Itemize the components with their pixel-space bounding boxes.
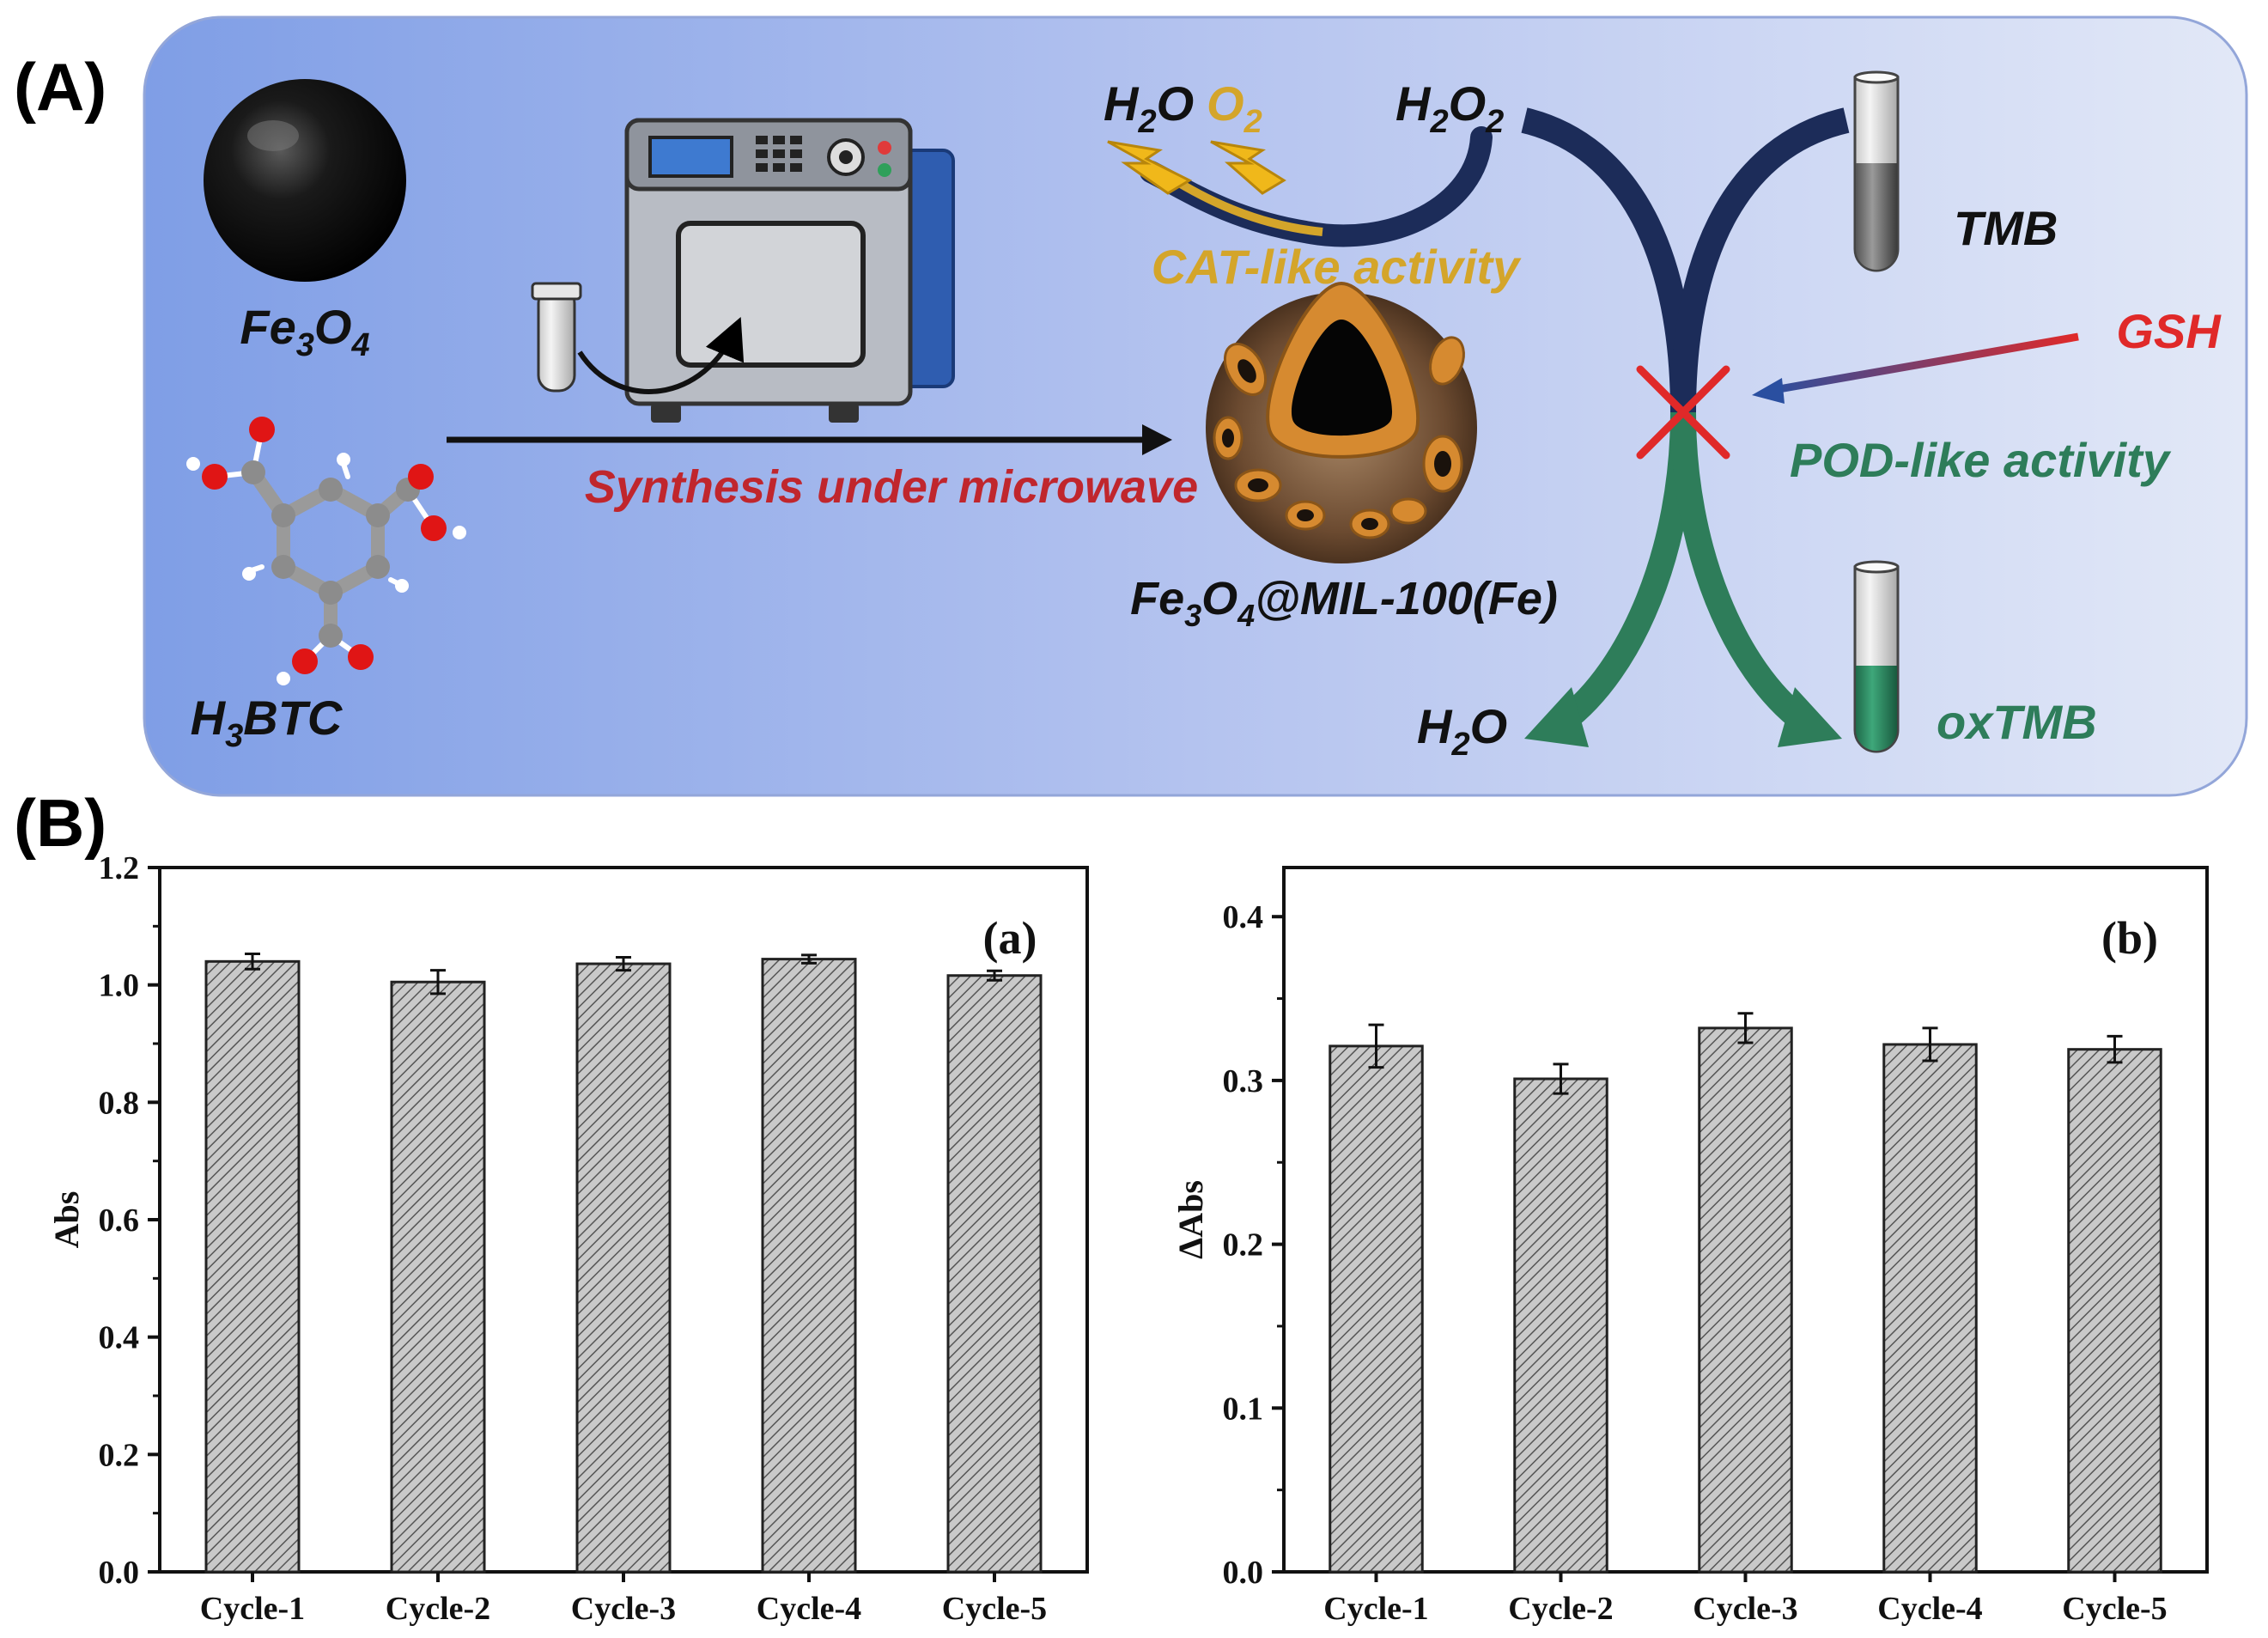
subplot-label: (b) <box>2101 912 2158 964</box>
gsh-arrow <box>1768 332 2079 395</box>
microwave-oven-icon <box>624 118 955 423</box>
h2o2-label: H2O2 <box>1395 76 1504 140</box>
inhibition-cross-icon <box>1636 365 1730 460</box>
gsh-arrow-head <box>1752 378 1785 404</box>
tmb-tube-icon <box>1853 70 1900 272</box>
y-tick-label: 0.0 <box>1223 1555 1264 1591</box>
scheme-background <box>143 15 2248 797</box>
tmb-inflow-curve <box>1670 107 1850 413</box>
composite-particle <box>1206 281 1477 563</box>
tmb-label: TMB <box>1954 201 2058 255</box>
y-tick-label: 0.4 <box>1223 899 1264 935</box>
y-tick-label: 1.2 <box>99 850 140 886</box>
oxtmb-tube-icon <box>1853 560 1900 753</box>
y-tick-label: 0.8 <box>99 1085 140 1121</box>
y-tick-label: 0.6 <box>99 1203 140 1239</box>
water-bottom-label: H2O <box>1417 699 1507 763</box>
y-tick-label: 0.2 <box>99 1437 140 1473</box>
panel-b-label: (B) <box>14 785 106 861</box>
x-tick-label: Cycle-2 <box>386 1591 490 1627</box>
oxygen-label: O2 <box>1207 76 1262 140</box>
y-tick-label: 0.4 <box>99 1320 140 1356</box>
y-tick-label: 1.0 <box>99 968 140 1004</box>
h3btc-label: H3BTC <box>191 691 344 754</box>
x-tick-label: Cycle-4 <box>757 1591 861 1627</box>
bar <box>1513 1077 1608 1574</box>
panel-a-label: (A) <box>14 49 106 125</box>
oxtmb-label: oxTMB <box>1937 695 2097 749</box>
synthesis-arrow-head <box>1142 424 1172 455</box>
bar <box>390 980 486 1574</box>
bar <box>575 962 672 1574</box>
x-tick-label: Cycle-1 <box>200 1591 305 1627</box>
x-tick-label: Cycle-3 <box>571 1591 676 1627</box>
pod-activity-label: POD-like activity <box>1790 433 2172 487</box>
y-tick-label: 0.2 <box>1223 1227 1264 1264</box>
h3btc-molecule <box>186 417 466 685</box>
cat-activity-label: CAT-like activity <box>1152 240 1522 294</box>
bar <box>1882 1043 1978 1574</box>
bar <box>204 959 301 1574</box>
vial-icon <box>531 282 582 393</box>
x-tick-label: Cycle-5 <box>942 1591 1047 1627</box>
fe3o4-label: Fe3O4 <box>240 300 369 363</box>
x-tick-label: Cycle-4 <box>1877 1591 1982 1627</box>
synthesis-label: Synthesis under microwave <box>585 461 1198 513</box>
load-arrow <box>577 316 745 394</box>
water-outflow-head <box>1524 687 1589 747</box>
oxtmb-outflow-curve <box>1670 411 1812 732</box>
y-axis-label: Abs <box>47 1191 86 1249</box>
fe3o4-sphere <box>204 79 406 282</box>
y-tick-label: 0.3 <box>1223 1063 1264 1099</box>
subplot-label: (a) <box>983 912 1037 964</box>
oxtmb-outflow-head <box>1778 687 1842 747</box>
bar <box>946 974 1043 1574</box>
y-axis-label: ΔAbs <box>1171 1180 1210 1259</box>
x-tick-label: Cycle-1 <box>1323 1591 1428 1627</box>
cat-output-arrows <box>1107 140 1286 195</box>
y-tick-label: 0.1 <box>1223 1391 1264 1427</box>
x-tick-label: Cycle-3 <box>1693 1591 1797 1627</box>
gsh-label: GSH <box>2116 304 2222 358</box>
x-tick-label: Cycle-2 <box>1508 1591 1613 1627</box>
water-top-label: H2O <box>1104 76 1194 140</box>
y-tick-label: 0.0 <box>99 1555 140 1591</box>
bar <box>761 958 857 1574</box>
composite-label: Fe3O4@MIL-100(Fe) <box>1130 573 1558 633</box>
bar <box>1329 1044 1424 1574</box>
x-tick-label: Cycle-5 <box>2062 1591 2167 1627</box>
bar <box>2067 1048 2162 1574</box>
bar <box>1698 1026 1793 1574</box>
